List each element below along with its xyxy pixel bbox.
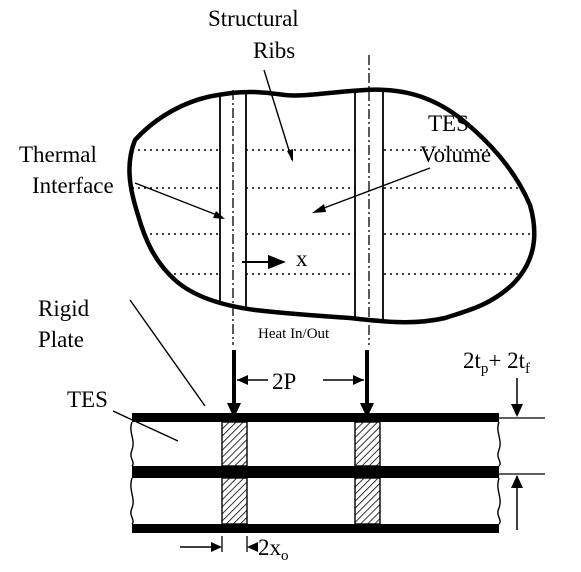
break-edge-left-upper [130,421,134,467]
heat-arrow-left-head [227,403,241,418]
break-edge-right-lower [497,477,501,525]
structural-ribs-label-line1: Structural [208,6,299,31]
thickness-label: 2tp+ 2tf [463,348,530,377]
rigid-plate-label-line1: Rigid [38,296,90,321]
plate-bottom [132,524,499,533]
plate-top [132,413,499,422]
break-edge-left-lower [130,477,134,525]
rib-width-label: 2xo [258,535,289,564]
tes-volume-blob [127,87,537,325]
rigid-plate-label-line2: Plate [38,327,84,352]
thermal-interface-label-line2: Interface [32,173,114,198]
tes-volume-label-line1: TES [428,111,469,136]
rib-section-left-upper [221,421,248,467]
pitch-label: 2P [272,369,296,394]
thermal-interface-label-line1: Thermal [19,142,97,167]
tes-dotted-layers [129,149,535,275]
tes-leader [112,410,179,442]
rib-section-left-lower [221,477,248,525]
cross-section [130,413,501,533]
tes-volume-label-line2: Volume [420,142,491,167]
heat-in-out-label: Heat In/Out [258,326,330,342]
plate-middle [132,466,499,478]
rib-section-right-upper [354,421,381,467]
heat-arrow-right-head [360,403,374,418]
rib-width-arrow-right [247,542,258,552]
rib-section-right-lower [354,477,381,525]
rigid-plate-leader [129,299,206,407]
tes-label: TES [67,387,108,412]
structural-ribs-label-line2: Ribs [253,38,295,63]
break-edge-right-upper [497,421,501,467]
tes-volume-outline [127,87,537,325]
thermal-interface-leader [134,182,223,218]
tes-volume-leader [315,167,431,212]
x-axis-label: x [296,246,308,271]
structural-ribs-leader [263,69,293,161]
